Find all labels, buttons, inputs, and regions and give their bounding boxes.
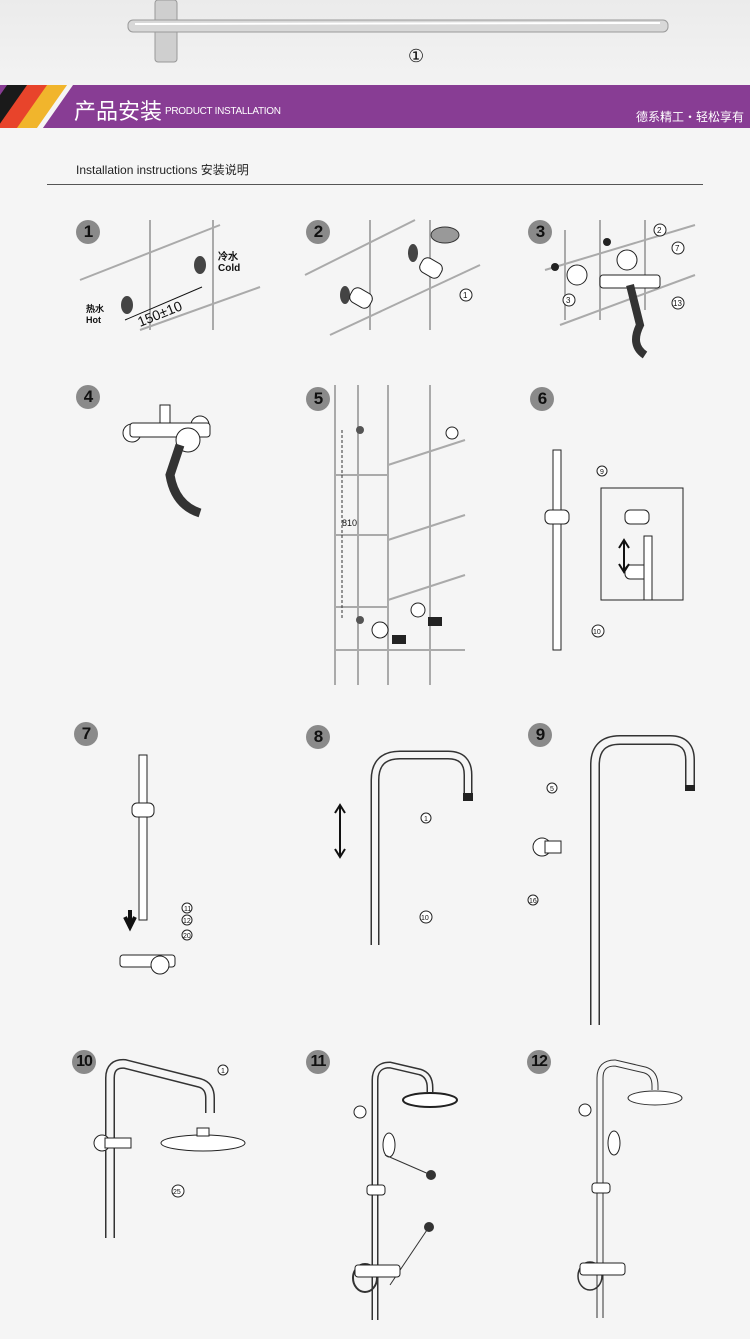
callout-label: 2 [657,226,662,235]
step-badge-6: 6 [530,387,554,411]
callout-label: 9 [600,469,604,476]
step-badge-2: 2 [306,220,330,244]
banner-title-cn: 产品安装 [74,99,163,124]
section-banner [0,85,750,128]
callout: 1 [463,291,468,300]
section-heading: Installation instructions 安装说明 [76,163,249,177]
cold-label-cn: 冷水 [218,250,239,263]
callout-label: 10 [421,915,429,922]
step-badge-8: 8 [306,725,330,749]
step-badge-9: 9 [528,723,552,747]
part-label: ① [408,46,424,66]
step-8-diagram: 1 10 [334,750,473,945]
callout-label: 5 [550,786,554,793]
step-badge-4: 4 [76,385,100,409]
step-badge-10: 10 [72,1050,96,1074]
callout-label: 25 [173,1189,181,1196]
step-4-diagram [122,404,211,518]
callout-label: 13 [673,299,682,308]
callout-label: 10 [593,629,601,636]
callout-label: 1 [221,1068,225,1075]
callout-label: 3 [566,296,571,305]
distance-label: 810 [342,518,357,528]
hot-label-en: Hot [86,315,101,325]
step-1-diagram: 冷水 Cold 热水 Hot 150±10 [79,220,261,331]
cold-inlet [194,256,206,274]
step-5-diagram: 810 [334,385,466,685]
callouts: 2 7 3 13 [562,223,685,310]
step-badge-3: 3 [528,220,552,244]
step-badge-11: 11 [306,1050,330,1074]
shower-arm-photo: ① [127,0,669,66]
step-badge-5: 5 [306,387,330,411]
hot-label-cn: 热水 [86,303,105,314]
step-badge-7: 7 [74,722,98,746]
step-11-diagram [352,1061,458,1320]
step-7-diagram: 11 12 20 [119,754,193,975]
product-photo: ① [0,0,750,85]
step-badge-12: 12 [527,1050,551,1074]
callout-label: 11 [184,906,191,913]
step-3-diagram: 2 7 3 13 [544,220,696,359]
banner-title-en: PRODUCT INSTALLATION [165,106,281,117]
step-2-diagram: 1 [304,219,481,336]
callout-label: 20 [183,933,191,940]
callout-label: 12 [183,918,191,925]
distance-label: 150±10 [135,297,184,329]
step-12-diagram [577,1059,683,1318]
cold-label-en: Cold [218,263,240,274]
step-10-diagram: 1 25 [93,1058,246,1238]
step-9-diagram: 5 16 [527,735,695,1025]
callout-label: 7 [675,244,680,253]
step-badge-1: 1 [76,220,100,244]
hot-inlet [121,296,133,314]
callout-label: 1 [424,816,428,823]
callout-label: 16 [529,898,537,905]
banner-slogan: 德系精工・轻松享有 [635,110,744,124]
divider [47,184,703,185]
step-6-diagram: 9 10 [544,449,684,651]
